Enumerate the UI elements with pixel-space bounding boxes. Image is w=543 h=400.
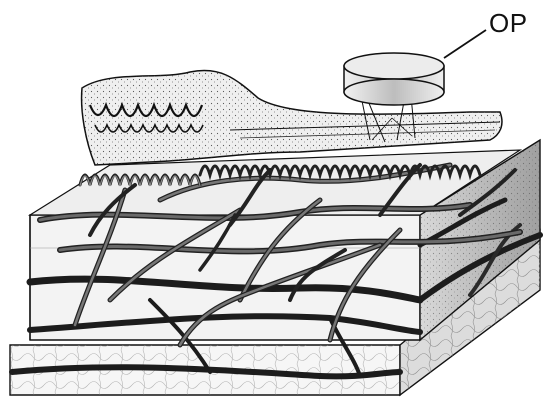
probe-leader-line <box>444 30 486 58</box>
probe-label: OP <box>489 8 528 39</box>
